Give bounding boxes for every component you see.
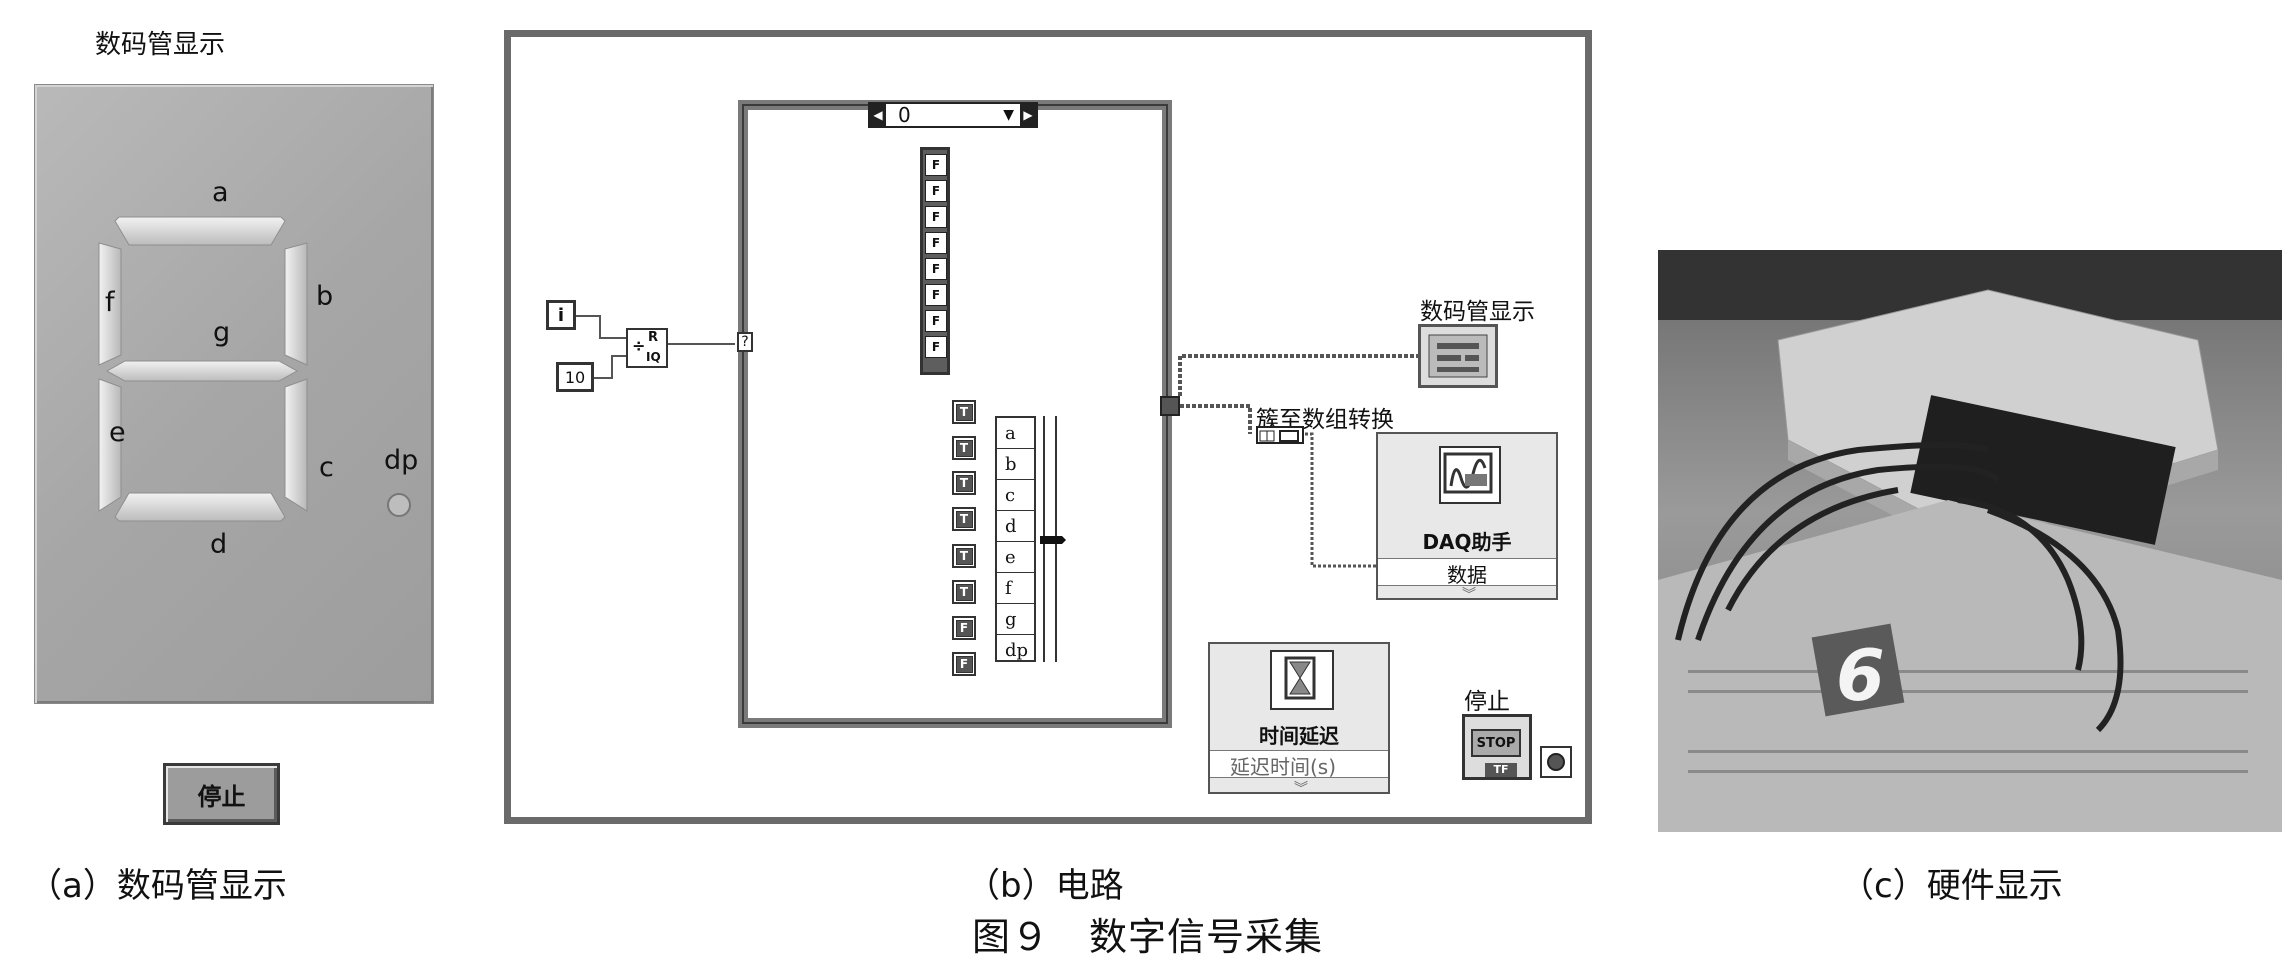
array-element: F	[925, 232, 947, 254]
boolean-value: T	[955, 403, 973, 421]
segment-label-f: f	[105, 287, 115, 318]
segment-label-e: e	[109, 417, 126, 448]
segment-label-c: c	[319, 452, 334, 483]
segment-e	[98, 378, 122, 512]
boolean-value: T	[955, 510, 973, 528]
array-element: F	[925, 154, 947, 176]
stop-button[interactable]: 停止	[163, 763, 280, 825]
delay-time-input[interactable]: 延迟时间(s)	[1210, 750, 1388, 779]
bundle-field: e	[997, 542, 1065, 573]
cluster-array-icon	[1259, 430, 1299, 442]
segment-d	[114, 492, 286, 522]
caption-c: （c）硬件显示	[1840, 866, 2063, 906]
expand-chevron-icon[interactable]: ︾	[1294, 781, 1308, 797]
selector-dropdown-icon[interactable]: ▼	[1003, 107, 1014, 123]
boolean-value: F	[955, 655, 973, 673]
quotient-remainder-node[interactable]: ÷ R IQ	[626, 328, 668, 368]
segment-b	[284, 242, 308, 366]
bundle-field: dp	[1005, 639, 1029, 661]
lit-digit: 6	[1836, 635, 1885, 717]
indicator-graphic	[1428, 334, 1488, 378]
boolean-constant[interactable]: F	[952, 652, 976, 676]
boolean-value: T	[955, 547, 973, 565]
bundle-field: a	[997, 418, 1065, 449]
selector-left-arrow-icon[interactable]: ◀	[870, 104, 886, 126]
time-delay-node[interactable]: 时间延迟 延迟时间(s) ︾	[1208, 642, 1390, 797]
segment-dp	[387, 493, 411, 517]
boolean-constant[interactable]: F	[952, 616, 976, 640]
daq-assistant-node[interactable]: DAQ助手 数据 ︾	[1376, 432, 1558, 603]
boolean-value: F	[955, 619, 973, 637]
boolean-value: T	[955, 583, 973, 601]
stop-control-label: 停止	[1464, 689, 1510, 715]
boolean-constant[interactable]: T	[952, 471, 976, 495]
stop-control-button: STOP	[1471, 729, 1521, 757]
numeric-constant[interactable]: 10	[556, 362, 594, 392]
segment-f	[98, 242, 122, 366]
time-delay-title: 时间延迟	[1259, 724, 1339, 748]
segment-label-a: a	[212, 177, 229, 208]
output-tunnel[interactable]	[1160, 396, 1180, 416]
quotient-label: IQ	[646, 350, 661, 364]
divide-icon: ÷	[632, 336, 646, 355]
caption-b: （b）电路	[966, 866, 1124, 906]
bundle-field: d	[997, 511, 1065, 542]
array-element: F	[925, 258, 947, 280]
front-panel-title: 数码管显示	[94, 30, 225, 60]
daq-data-input[interactable]: 数据	[1378, 558, 1556, 587]
segment-c	[284, 378, 308, 512]
segment-label-g: g	[213, 317, 231, 348]
boolean-constant[interactable]: T	[952, 436, 976, 460]
loop-index-terminal[interactable]: i	[546, 300, 576, 330]
case-selector-value: 0	[898, 103, 911, 127]
seven-segment-display: a b c d e f g dp	[34, 84, 434, 704]
loop-condition-icon[interactable]	[1540, 746, 1572, 778]
hardware-photo-graphic: 6	[1658, 250, 2282, 832]
segment-label-d: d	[210, 529, 228, 560]
bundle-cluster-output	[1034, 416, 1069, 662]
bundle-field: g	[997, 604, 1065, 635]
caption-a: （a）数码管显示	[28, 866, 287, 906]
hardware-photo: 6	[1658, 250, 2282, 832]
boolean-value: T	[955, 474, 973, 492]
boolean-constant[interactable]: T	[952, 580, 976, 604]
segment-label-b: b	[316, 281, 334, 312]
segment-a	[114, 216, 286, 246]
boolean-constant[interactable]: T	[952, 544, 976, 568]
case-terminal[interactable]: ?	[737, 332, 753, 352]
bundle-field: b	[997, 449, 1065, 480]
daq-icon	[1439, 446, 1501, 504]
expand-chevron-icon[interactable]: ︾	[1462, 587, 1476, 603]
selector-right-arrow-icon[interactable]: ▶	[1020, 104, 1036, 126]
boolean-constant[interactable]: T	[952, 507, 976, 531]
bundle-arrow-icon	[1040, 416, 1066, 662]
seven-segment-graphic	[98, 216, 411, 522]
daq-assistant-title: DAQ助手	[1422, 530, 1512, 554]
array-element: F	[925, 284, 947, 306]
segment-g	[105, 360, 299, 382]
boolean-value: T	[955, 439, 973, 457]
bundle-field: c	[997, 480, 1065, 511]
case-selector[interactable]: ◀ 0 ▼ ▶	[868, 102, 1038, 128]
array-element: F	[925, 310, 947, 332]
array-element: F	[925, 180, 947, 202]
array-element: F	[925, 206, 947, 228]
boolean-constant[interactable]: T	[952, 400, 976, 424]
segment-label-dp: dp	[384, 445, 419, 476]
bundle-field: f	[997, 573, 1065, 604]
indicator-label: 数码管显示	[1420, 299, 1535, 325]
boolean-type-tag: TF	[1485, 763, 1517, 777]
array-element: F	[925, 336, 947, 358]
figure-title: 图９ 数字信号采集	[971, 915, 1323, 959]
remainder-label: R	[648, 330, 659, 345]
stop-control-terminal[interactable]: STOP TF	[1462, 714, 1532, 780]
cluster-to-array-node[interactable]	[1256, 426, 1304, 444]
hourglass-icon	[1270, 650, 1334, 710]
seven-segment-indicator-icon[interactable]	[1418, 324, 1498, 388]
boolean-array-constant[interactable]: F F F F F F F F	[920, 147, 950, 375]
